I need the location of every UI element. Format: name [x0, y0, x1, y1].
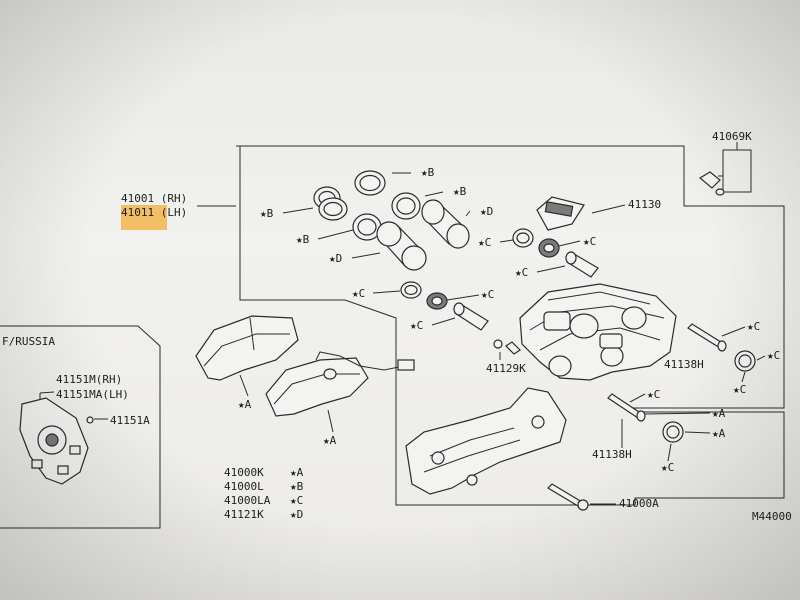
mark-a-1: ★A: [712, 407, 726, 420]
russia-inset: [0, 325, 161, 529]
mark-c-7: ★C: [747, 320, 760, 333]
mark-c-5: ★C: [481, 288, 494, 301]
mark-a-4: ★A: [323, 434, 337, 447]
label-41151a: 41151A: [110, 414, 150, 427]
bolt-41138h-upper: [687, 323, 756, 372]
label-41138h-upper: 41138H: [664, 358, 704, 371]
caliper-body: [519, 283, 677, 381]
kit-legend: 41000K ★A 41000L ★B 41000LA ★C 41121K ★D: [224, 466, 304, 521]
brake-pad-inner: [195, 315, 299, 381]
splash-shield: [19, 397, 94, 485]
mark-b-2: ★B: [453, 185, 467, 198]
mark-c-10: ★C: [647, 388, 660, 401]
legend-code-2: 41000LA: [224, 494, 271, 507]
legend-code-3: 41121K: [224, 508, 264, 521]
mark-a-3: ★A: [238, 398, 252, 411]
mark-a-2: ★A: [712, 427, 726, 440]
label-41138h-lower: 41138H: [592, 448, 632, 461]
mark-c-2: ★C: [583, 235, 596, 248]
label-41011-lh: 41011 (LH): [121, 206, 187, 219]
mark-c-4: ★C: [352, 287, 365, 300]
legend-mark-1: ★B: [290, 480, 304, 493]
boot-group: [512, 228, 599, 278]
label-41151ma: 41151MA(LH): [56, 388, 129, 401]
diagram-code: M44000: [752, 510, 792, 523]
piston-seal-group: [313, 170, 470, 271]
label-41069k: 41069K: [712, 130, 752, 143]
assembly-outline: [236, 145, 785, 506]
legend-code-0: 41000K: [224, 466, 264, 479]
legend-mark-3: ★D: [290, 508, 303, 521]
label-41129k: 41129K: [486, 362, 526, 375]
mark-d-2: ★D: [329, 252, 342, 265]
bolt-41000a: [547, 483, 616, 511]
label-f-russia: F/RUSSIA: [2, 335, 55, 348]
label-41130: 41130: [628, 198, 661, 211]
hardware-41069k: [698, 142, 752, 196]
label-41001-rh: 41001 (RH): [121, 192, 187, 205]
mark-c-3: ★C: [515, 266, 528, 279]
clip-41130: [536, 196, 626, 231]
mark-c-6: ★C: [410, 319, 423, 332]
mark-d-1: ★D: [480, 205, 493, 218]
lower-seal-group: [400, 281, 489, 331]
mark-b-1: ★B: [421, 166, 435, 179]
mark-c-1: ★C: [478, 236, 491, 249]
mark-c-11: ★C: [661, 461, 674, 474]
mark-b-3: ★B: [260, 207, 274, 220]
brake-pad-outer-with-sensor: [265, 351, 415, 417]
bolt-41138h-lower: [607, 393, 684, 443]
highlight-41011: [121, 205, 167, 230]
label-41151m: 41151M(RH): [56, 373, 122, 386]
mark-b-4: ★B: [296, 233, 310, 246]
mark-c-8: ★C: [767, 349, 780, 362]
torque-member: [405, 387, 567, 495]
legend-mark-0: ★A: [290, 466, 304, 479]
legend-mark-2: ★C: [290, 494, 303, 507]
mark-c-9: ★C: [733, 383, 746, 396]
label-41000a: 41000A: [619, 497, 659, 510]
legend-code-1: 41000L: [224, 480, 264, 493]
bleeder-41129k: [493, 339, 521, 360]
